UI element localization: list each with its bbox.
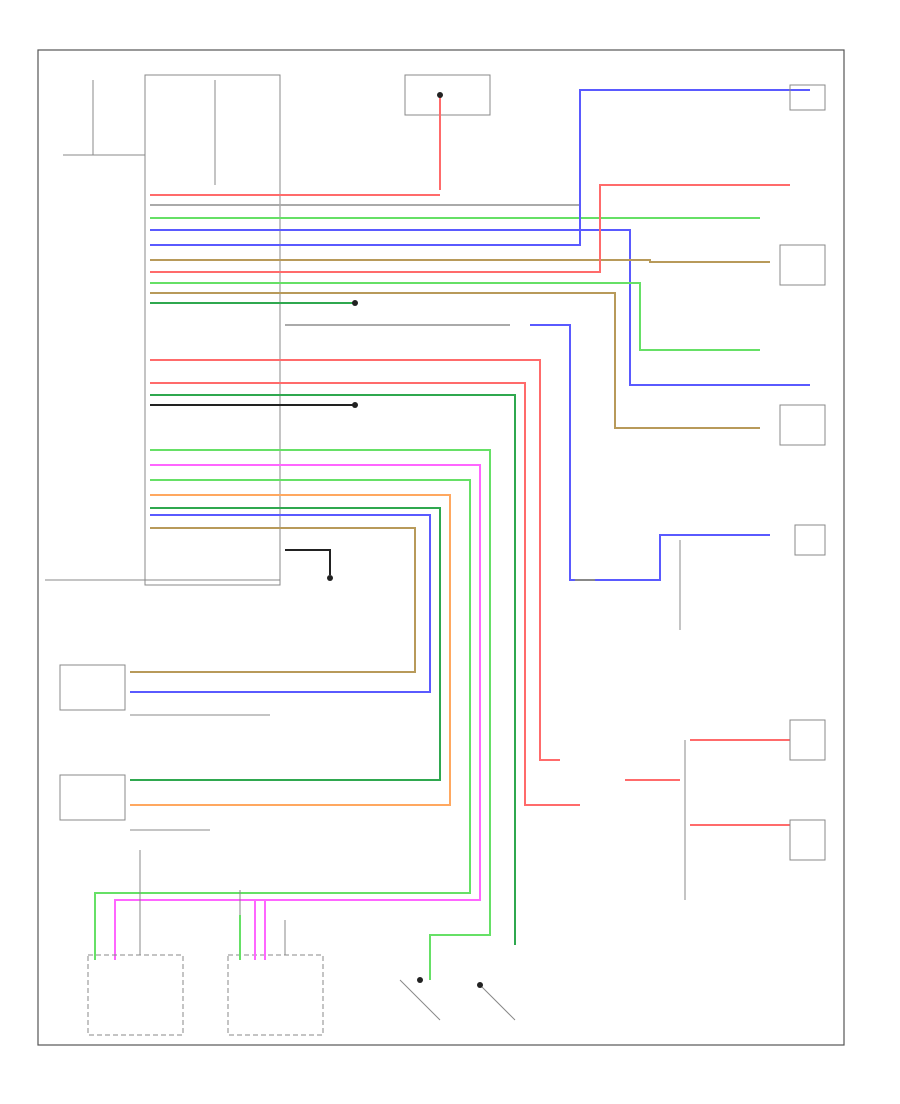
wire-dkgreen-3 bbox=[130, 507, 441, 781]
ground-dot-6 bbox=[417, 977, 423, 983]
control-unit-box bbox=[144, 74, 281, 586]
wire-green-2 bbox=[150, 282, 760, 351]
left-switch-1 bbox=[59, 664, 126, 711]
switch-box-5 bbox=[789, 719, 826, 761]
wire-red-2 bbox=[150, 184, 790, 273]
wire-tan-2 bbox=[150, 292, 760, 429]
wire-black-2 bbox=[285, 549, 331, 575]
wire-orange-1 bbox=[130, 494, 451, 806]
ground-symbols bbox=[327, 92, 483, 988]
switch-box-4 bbox=[794, 524, 826, 556]
wire-pink-2 bbox=[254, 899, 266, 960]
wire-pink-1 bbox=[114, 464, 481, 960]
left-switches bbox=[59, 664, 270, 831]
wire-blue-1 bbox=[150, 229, 810, 386]
diagram-border bbox=[37, 49, 845, 1046]
motor-box-1 bbox=[87, 954, 184, 1036]
relay-box bbox=[404, 74, 491, 116]
right-switches bbox=[779, 84, 826, 861]
ground-dot-1 bbox=[327, 575, 333, 581]
wire-blue-2 bbox=[150, 89, 810, 246]
left-switch-2 bbox=[59, 774, 126, 821]
ground-dot-3 bbox=[352, 300, 358, 306]
harness-wires bbox=[94, 89, 810, 980]
wire-green-3 bbox=[150, 449, 491, 980]
wire-tan-1 bbox=[150, 259, 770, 263]
wire-green-4 bbox=[94, 479, 471, 960]
right-red-wires bbox=[625, 739, 790, 826]
switch-box-1 bbox=[789, 84, 826, 111]
door-switch-2 bbox=[479, 984, 516, 1021]
wire-red-3 bbox=[150, 359, 560, 761]
switch-box-2 bbox=[779, 244, 826, 286]
wire-blue-4 bbox=[530, 324, 770, 581]
door-switch-1 bbox=[399, 979, 441, 1021]
motor-box-2 bbox=[227, 954, 324, 1036]
door-motors bbox=[87, 850, 516, 1036]
ground-dot-2 bbox=[352, 402, 358, 408]
wire-dkgreen-2 bbox=[150, 394, 516, 945]
wire-tan-3 bbox=[130, 527, 416, 673]
ground-dot-5 bbox=[477, 982, 483, 988]
switch-box-6 bbox=[789, 819, 826, 861]
wire-red-4 bbox=[150, 382, 580, 806]
ground-dot-4 bbox=[437, 92, 443, 98]
switch-box-3 bbox=[779, 404, 826, 446]
wire-blue-3 bbox=[130, 514, 431, 693]
